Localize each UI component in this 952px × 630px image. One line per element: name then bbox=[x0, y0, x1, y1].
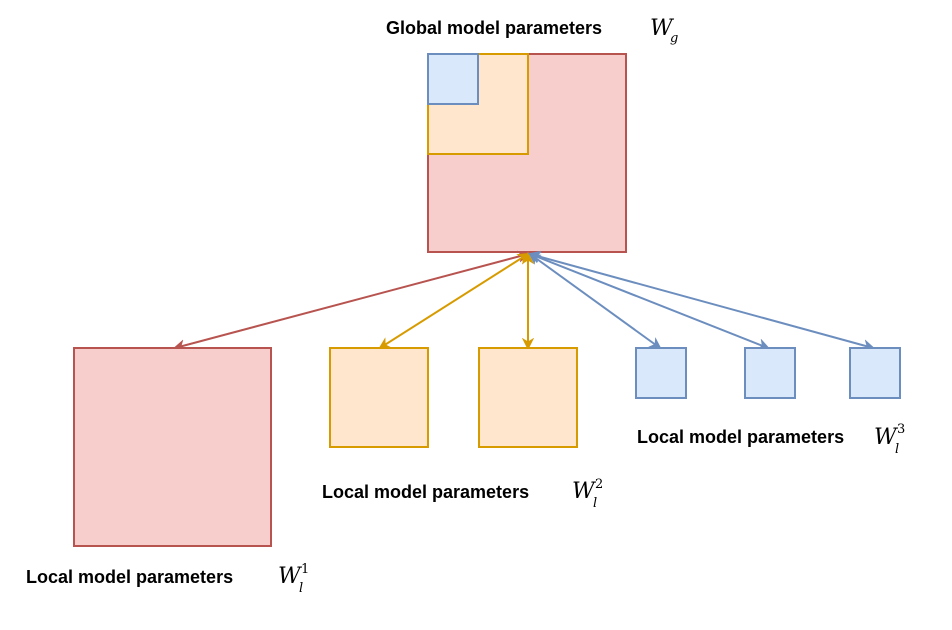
local-2-group: Local model parameters W l 2 bbox=[322, 347, 603, 511]
local-1-matrix bbox=[73, 347, 272, 547]
local-3-matrix-c bbox=[849, 347, 901, 399]
local-3-superscript: 3 bbox=[897, 422, 905, 437]
arrow-global-to-local3b bbox=[530, 254, 768, 348]
local-3-matrix-b bbox=[744, 347, 796, 399]
global-label-text: Global model parameters bbox=[386, 18, 602, 38]
local-2-superscript: 2 bbox=[595, 477, 603, 492]
local-2-subscript: l bbox=[593, 496, 597, 511]
global-matrix-blue bbox=[427, 53, 479, 105]
local-3-label-text: Local model parameters bbox=[637, 427, 844, 447]
local-2-matrix-a bbox=[329, 347, 429, 448]
connections bbox=[175, 254, 873, 348]
local-2-matrix-b bbox=[478, 347, 578, 448]
global-label: Global model parameters W g bbox=[386, 16, 678, 46]
local-3-matrix-a bbox=[635, 347, 687, 399]
global-symbol: W bbox=[650, 16, 675, 41]
arrow-global-to-local2a bbox=[380, 254, 528, 348]
local-1-subscript: l bbox=[299, 581, 303, 596]
local-1-label-text: Local model parameters bbox=[26, 567, 233, 587]
local-3-symbol: W bbox=[874, 425, 899, 450]
global-subscript: g bbox=[670, 31, 678, 46]
local-2-symbol: W bbox=[572, 479, 597, 504]
local-1-symbol: W bbox=[278, 564, 303, 589]
arrow-global-to-local3a bbox=[530, 254, 660, 348]
local-3-group: Local model parameters W l 3 bbox=[635, 347, 905, 457]
local-2-label-text: Local model parameters bbox=[322, 482, 529, 502]
local-1-group: Local model parameters W l 1 bbox=[26, 347, 309, 596]
local-1-superscript: 1 bbox=[301, 562, 309, 577]
arrow-global-to-local1 bbox=[175, 254, 528, 348]
local-3-subscript: l bbox=[895, 442, 899, 457]
arrow-global-to-local3c bbox=[530, 254, 873, 348]
global-matrix bbox=[427, 53, 627, 253]
